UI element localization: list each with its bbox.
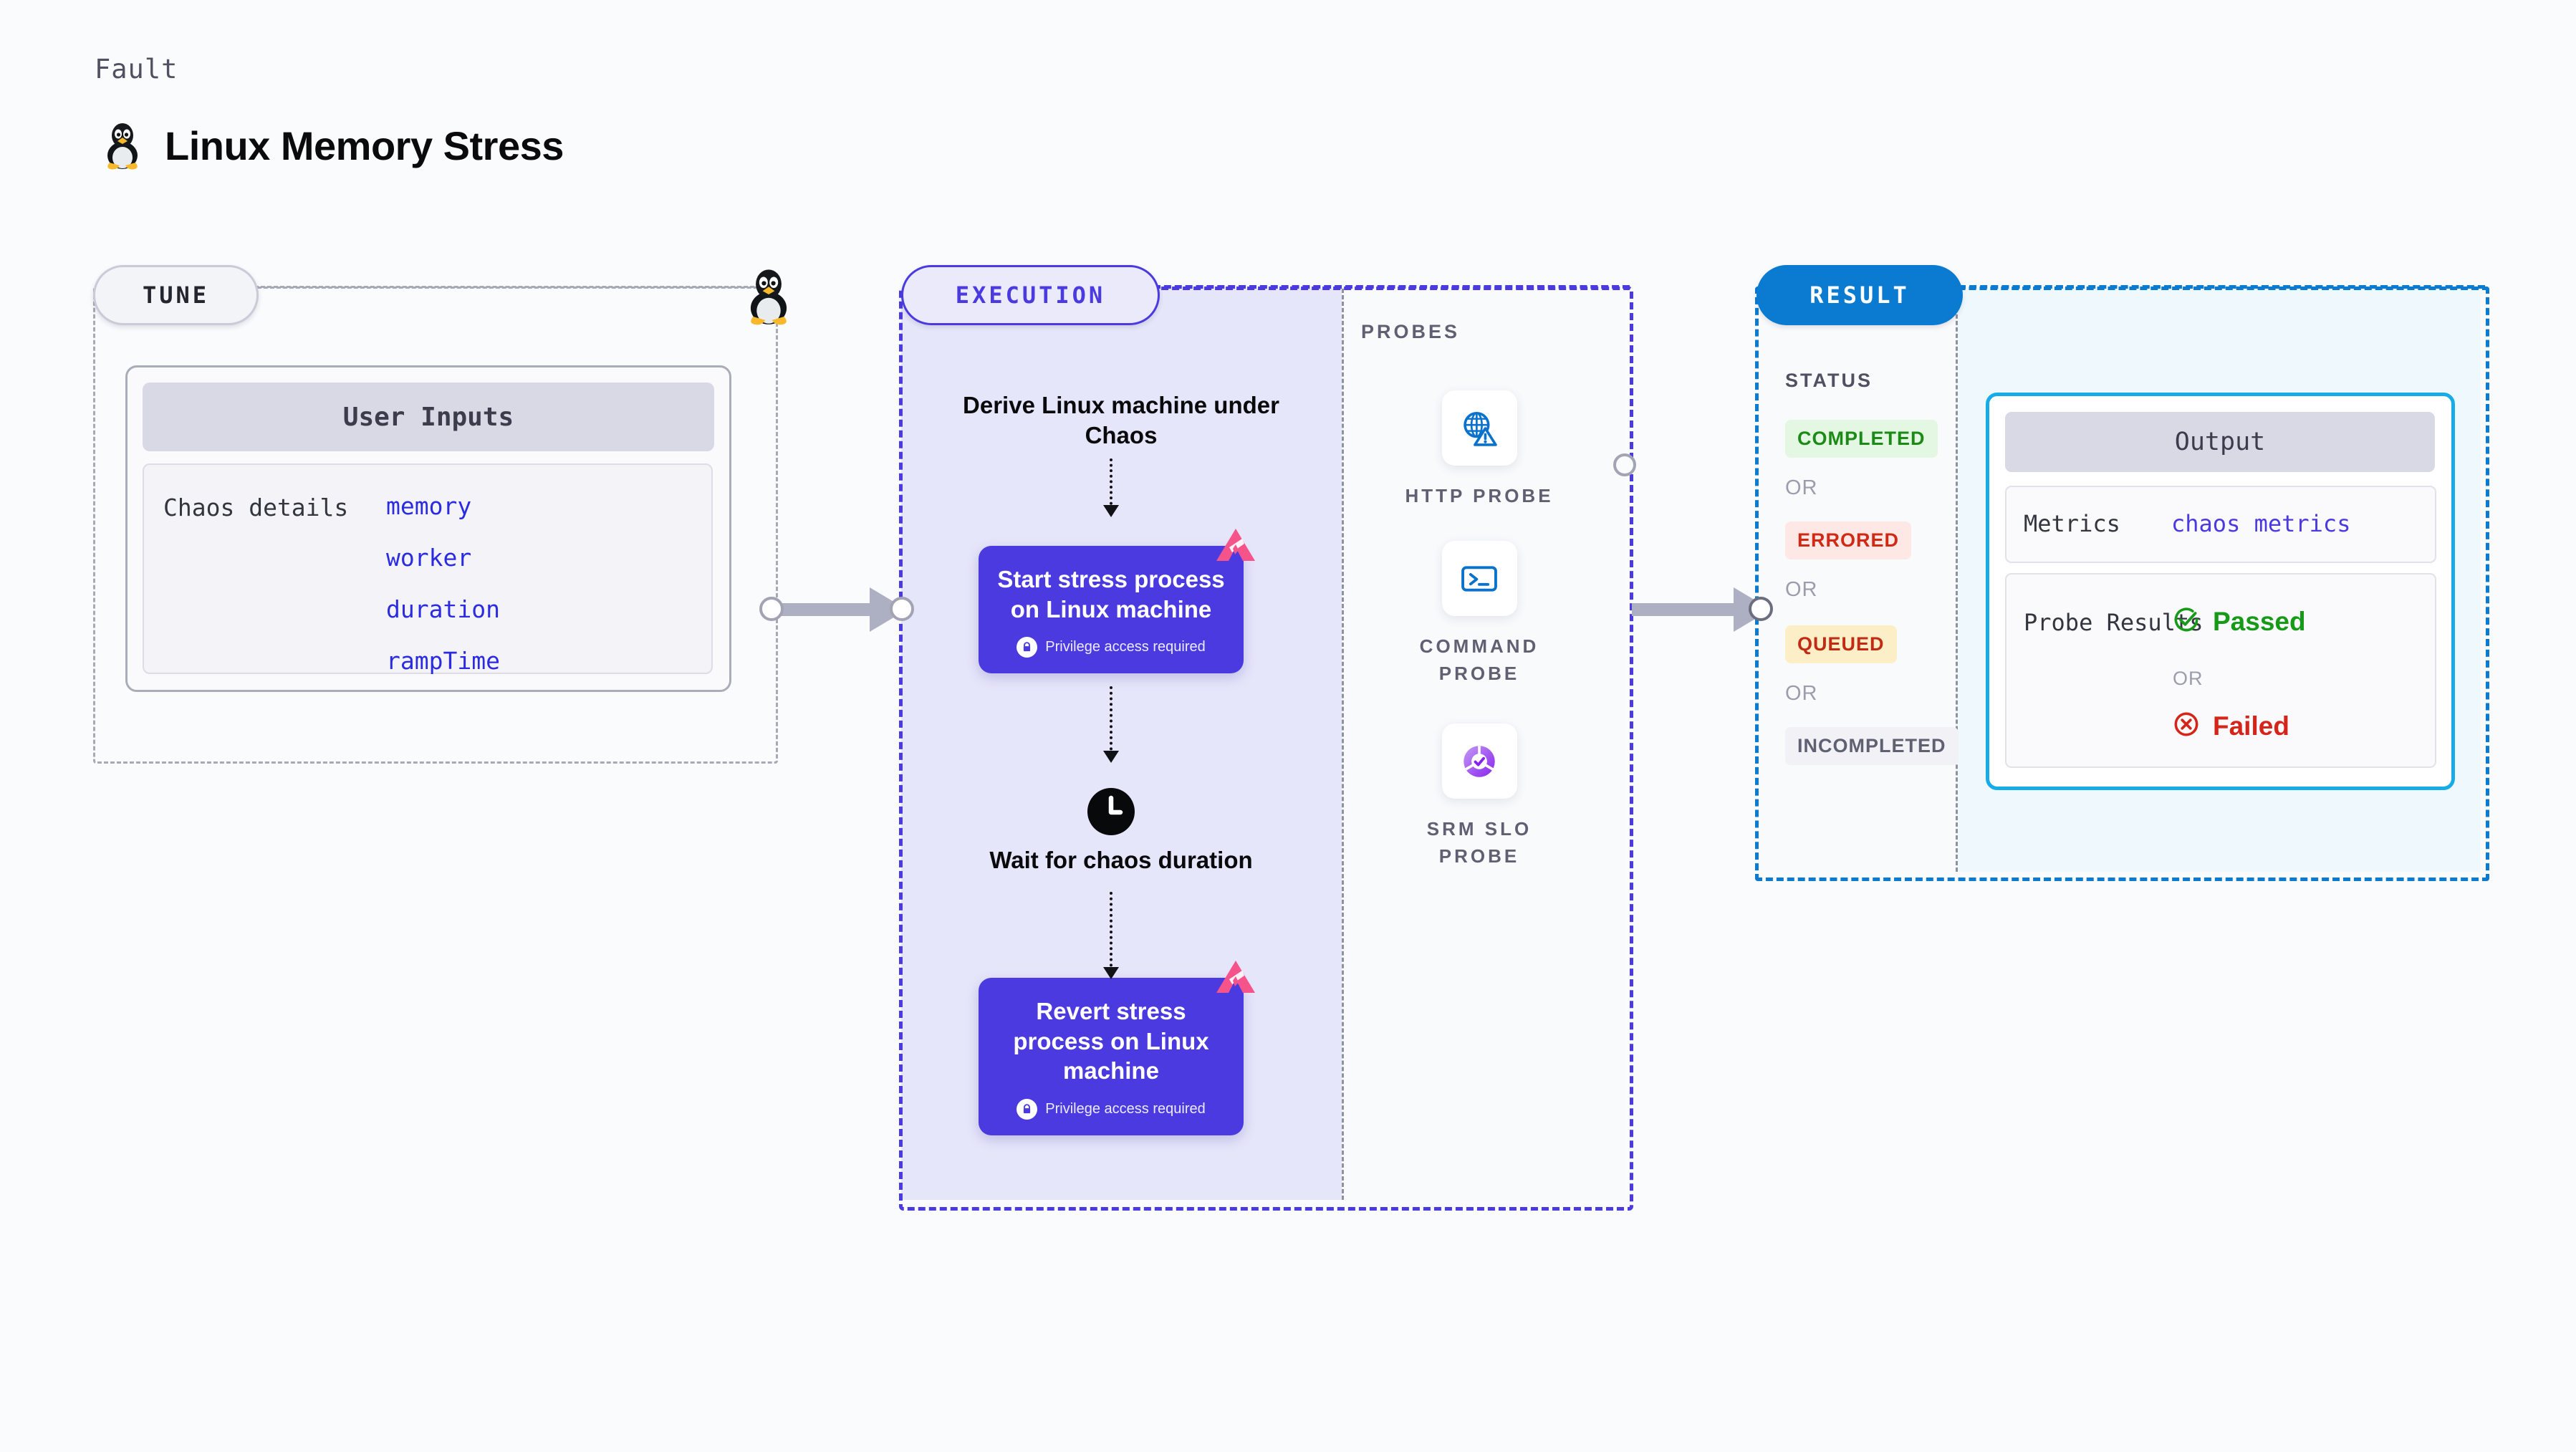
chaos-details-label: Chaos details <box>163 494 349 521</box>
lock-icon <box>1017 637 1038 658</box>
step-title: Start stress process on Linux machine <box>997 566 1225 622</box>
arrow-head <box>1103 967 1119 979</box>
tune-section-badge[interactable]: TUNE <box>93 265 259 325</box>
probe-results-label: Probe Results <box>2024 609 2203 636</box>
chaos-param-ramptime[interactable]: rampTime <box>386 647 500 675</box>
metrics-value[interactable]: chaos metrics <box>2171 510 2351 537</box>
or-separator: OR <box>1785 682 1818 705</box>
page-eyebrow-label: Fault <box>95 54 178 85</box>
tune-exit-node <box>759 597 784 621</box>
status-badge-queued: QUEUED <box>1785 625 1897 663</box>
probe-item-command[interactable]: COMMAND PROBE <box>1393 541 1565 687</box>
probe-item-srm-slo[interactable]: SRM SLO PROBE <box>1393 723 1565 870</box>
probe-item-http[interactable]: HTTP PROBE <box>1393 390 1565 510</box>
step-privilege-note: Privilege access required <box>990 637 1232 658</box>
status-badge-incompleted: INCOMPLETED <box>1785 727 1959 765</box>
step-start-stress-process[interactable]: Start stress process on Linux machine Pr… <box>979 529 1255 674</box>
lock-icon <box>1017 1098 1038 1120</box>
probe-results-row: Probe Results Passed OR <box>2005 573 2436 768</box>
connector-shaft <box>1632 603 1739 616</box>
status-badge-completed: COMPLETED <box>1785 420 1938 458</box>
tune-top-divider <box>254 286 767 288</box>
metrics-label: Metrics <box>2024 510 2120 537</box>
user-inputs-body: Chaos details memory worker duration ram… <box>143 463 713 675</box>
chaos-params-list: memory worker duration rampTime <box>386 492 500 698</box>
arrow-head <box>1103 751 1119 763</box>
failed-label: Failed <box>2213 711 2289 741</box>
slo-check-donut-icon <box>1441 723 1517 799</box>
probes-section-label: PROBES <box>1361 321 1461 342</box>
probe-result-passed: Passed <box>2171 605 2306 638</box>
probe-label: COMMAND PROBE <box>1419 635 1539 684</box>
flow-arrow-start-to-wait <box>1103 686 1119 763</box>
chaos-param-memory[interactable]: memory <box>386 492 472 520</box>
result-top-divider <box>1959 285 2485 289</box>
passed-label: Passed <box>2213 606 2306 636</box>
arrow-line <box>1110 892 1112 978</box>
probe-result-failed: Failed <box>2171 709 2289 743</box>
execution-top-divider <box>1153 285 1630 289</box>
flow-arrow-derive-to-start <box>1103 458 1119 517</box>
page-title-row: Linux Memory Stress <box>100 118 564 173</box>
terminal-prompt-icon <box>1441 541 1517 616</box>
execution-section-badge[interactable]: EXECUTION <box>901 265 1160 325</box>
probe-label: SRM SLO PROBE <box>1426 818 1532 867</box>
flow-arrow-wait-to-revert <box>1103 892 1119 979</box>
connector-shaft <box>768 603 875 616</box>
result-status-panel <box>1757 289 1958 872</box>
clock-icon <box>1087 788 1135 835</box>
harness-logo-icon <box>1213 958 1258 1002</box>
or-separator: OR <box>1785 578 1818 601</box>
arrow-line <box>1110 458 1112 516</box>
arrow-line <box>1110 686 1112 761</box>
page-title: Linux Memory Stress <box>165 123 564 168</box>
chaos-param-duration[interactable]: duration <box>386 595 500 623</box>
or-separator: OR <box>1785 476 1818 499</box>
probe-label: HTTP PROBE <box>1405 485 1554 506</box>
result-section-badge[interactable]: RESULT <box>1756 265 1963 325</box>
output-card: Output Metrics chaos metrics Probe Resul… <box>1986 393 2455 790</box>
tux-linux-penguin-icon <box>100 118 145 173</box>
step-title: Revert stress process on Linux machine <box>1013 998 1209 1085</box>
status-label: STATUS <box>1785 370 1873 391</box>
user-inputs-title: User Inputs <box>143 383 714 451</box>
or-separator: OR <box>2173 668 2203 689</box>
probes-edge-node <box>1613 453 1636 476</box>
privilege-note-text: Privilege access required <box>1045 1100 1206 1117</box>
step-privilege-note: Privilege access required <box>990 1098 1232 1120</box>
harness-logo-icon <box>1213 526 1258 570</box>
user-inputs-card: User Inputs Chaos details memory worker … <box>125 365 731 692</box>
arrow-head <box>1103 505 1119 517</box>
execution-entry-node <box>890 597 914 621</box>
tux-linux-penguin-icon <box>738 264 799 325</box>
step-revert-stress-process[interactable]: Revert stress process on Linux machine P… <box>979 961 1255 1135</box>
metrics-row: Metrics chaos metrics <box>2005 486 2436 563</box>
status-badge-errored: ERRORED <box>1785 521 1912 559</box>
wait-step-label: Wait for chaos duration <box>989 847 1253 873</box>
privilege-note-text: Privilege access required <box>1045 639 1206 655</box>
result-entry-node <box>1749 597 1773 621</box>
output-title: Output <box>2005 412 2435 472</box>
connector-tune-to-execution <box>768 587 918 632</box>
x-circle-icon <box>2171 709 2201 743</box>
chaos-param-worker[interactable]: worker <box>386 544 472 572</box>
globe-warning-icon <box>1441 390 1517 466</box>
check-circle-icon <box>2171 605 2201 638</box>
derive-step-label: Derive Linux machine under Chaos <box>963 392 1279 449</box>
